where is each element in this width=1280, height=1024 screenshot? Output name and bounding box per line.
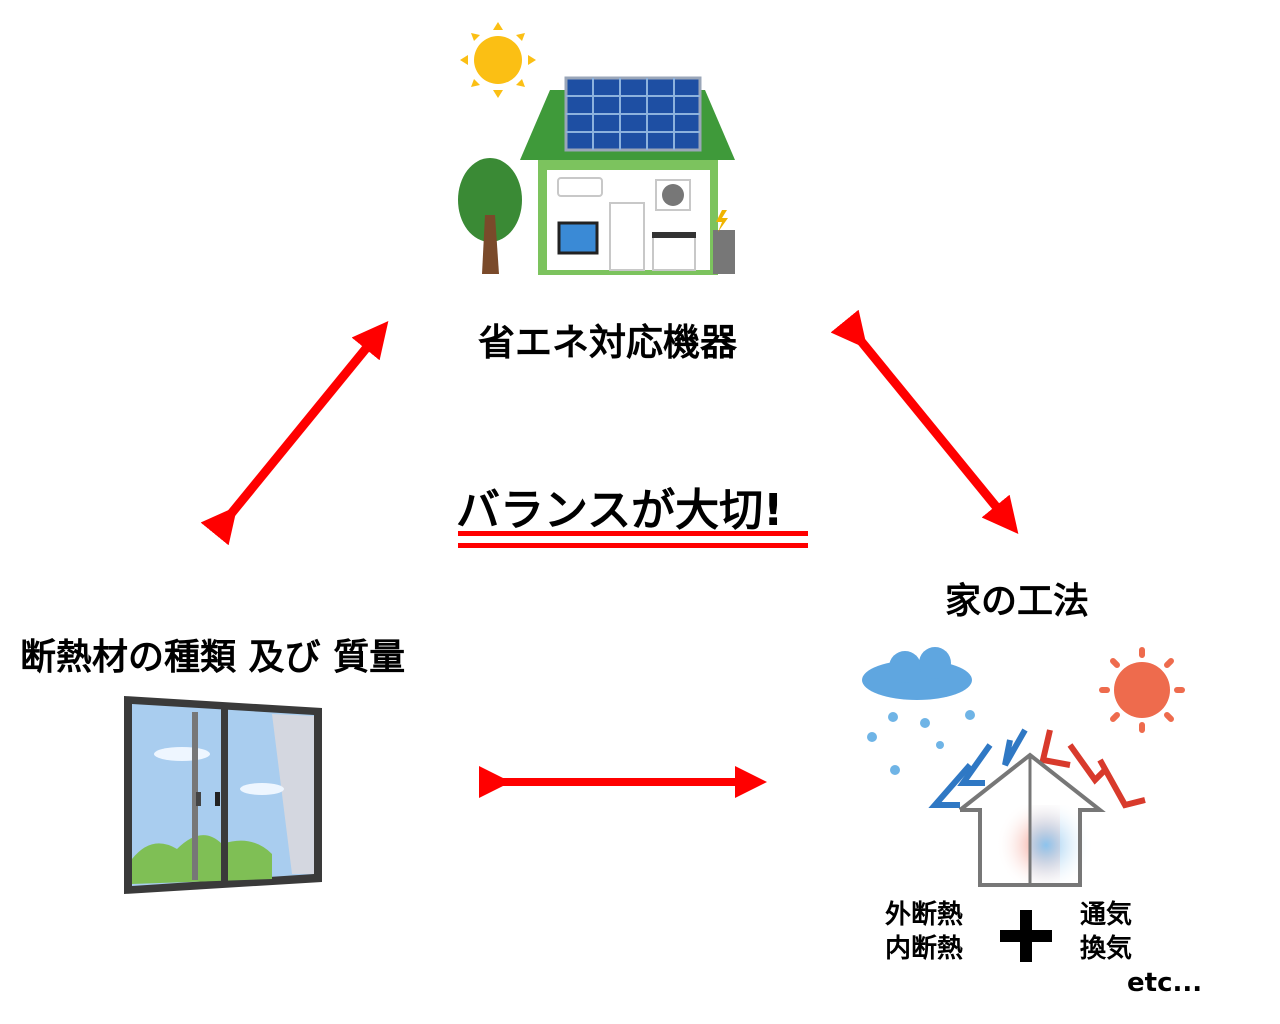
arrow-equipment-insulation	[200, 321, 389, 546]
heat-arrows-icon	[1039, 729, 1146, 809]
house-body-icon	[538, 160, 718, 275]
diagram-title: バランスが大切!	[456, 485, 784, 536]
node-label-equipment: 省エネ対応機器	[478, 321, 737, 364]
method-external: 外断熱	[885, 900, 964, 930]
cloud-icon	[862, 647, 972, 700]
house-outline-icon	[958, 752, 1110, 887]
method-ventilation: 換気	[1080, 934, 1133, 964]
solar-panel-icon	[564, 76, 702, 152]
snow-icon	[867, 710, 975, 775]
insulation-methods: 外断熱 内断熱	[885, 898, 963, 966]
tree-icon	[458, 158, 522, 274]
node-label-insulation: 断熱材の種類 及び 質量	[20, 637, 406, 678]
battery-icon	[713, 210, 735, 274]
house-insulation-icon	[862, 647, 1185, 887]
solar-house-icon	[458, 22, 735, 275]
warm-sun-icon	[1099, 647, 1185, 733]
title-underline-bottom	[458, 543, 808, 548]
methods-etc: etc...	[1127, 968, 1203, 998]
cold-arrows-icon	[928, 728, 1028, 808]
ventilation-methods: 通気 換気	[1080, 898, 1132, 966]
window-icon	[124, 696, 322, 894]
method-airflow: 通気	[1080, 900, 1133, 930]
title-underline-top	[458, 531, 808, 536]
arrow-equipment-construction	[830, 309, 1019, 534]
method-internal: 内断熱	[885, 934, 964, 964]
plus-icon	[1000, 910, 1052, 962]
sun-icon	[460, 22, 536, 98]
node-label-construction: 家の工法	[945, 581, 1090, 622]
